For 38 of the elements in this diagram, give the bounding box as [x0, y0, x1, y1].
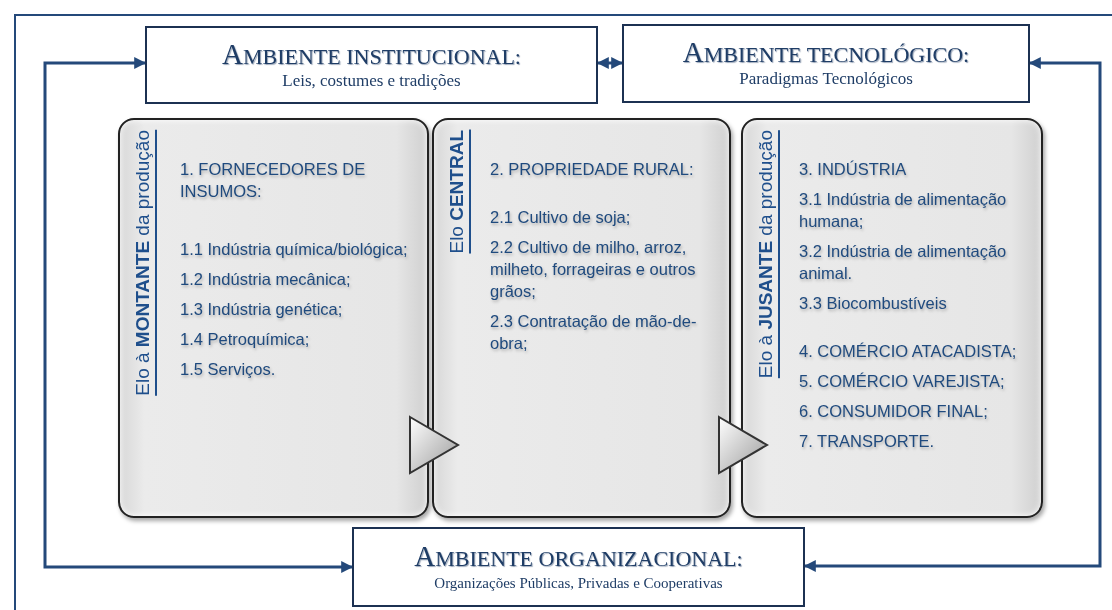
- chain-link-panel: [741, 118, 1043, 518]
- arrow: [596, 57, 624, 69]
- box-heading: AMBIENTE TECNOLÓGICO:: [682, 38, 970, 69]
- chevron-arrow: [409, 416, 459, 474]
- list-item: 2.3 Contratação de mão-de-obra;: [490, 311, 698, 354]
- environment-box: [145, 26, 598, 104]
- chain-link-panel: [432, 118, 731, 518]
- box-subtitle: Leis, costumes e tradições: [282, 70, 461, 91]
- chevron-arrow: [718, 416, 768, 474]
- list-item: 2. PROPRIEDADE RURAL:: [490, 159, 695, 180]
- list-item: 1.5 Serviços.: [180, 359, 277, 380]
- list-item: 1.4 Petroquímica;: [180, 329, 311, 350]
- list-item: 1.1 Indústria química/biológica;: [180, 239, 409, 260]
- vertical-label: Elo à MONTANTE da produção: [132, 130, 157, 396]
- list-item: 2.2 Cultivo de milho, arroz, milheto, forrageiras e outros grãos;: [490, 237, 697, 302]
- arrow: [43, 57, 354, 573]
- list-item: 3. INDÚSTRIA: [799, 159, 908, 180]
- arrow: [803, 57, 1102, 572]
- environment-box: [622, 24, 1030, 103]
- list-item: 7. TRANSPORTE.: [799, 431, 936, 452]
- vertical-label: Elo CENTRAL: [446, 130, 471, 254]
- list-item: 6. CONSUMIDOR FINAL;: [799, 401, 989, 422]
- list-item: 1. FORNECEDORES DE INSUMOS:: [180, 159, 367, 202]
- list-item: 5. COMÉRCIO VAREJISTA;: [799, 371, 1006, 392]
- list-item: 3.1 Indústria de alimentação humana;: [799, 189, 1008, 232]
- list-item: 3.2 Indústria de alimentação animal.: [799, 241, 1008, 284]
- environment-box: [352, 527, 805, 607]
- list-item: 3.3 Biocombustíveis: [799, 293, 948, 314]
- list-item: 4. COMÉRCIO ATACADISTA;: [799, 341, 1018, 362]
- vertical-label: Elo à JUSANTE da produção: [755, 130, 780, 379]
- box-heading: AMBIENTE ORGANIZACIONAL:: [414, 541, 743, 573]
- chain-link-panel: [118, 118, 429, 518]
- box-subtitle: Organizações Públicas, Privadas e Cooperativas: [434, 573, 723, 593]
- box-heading: AMBIENTE INSTITUCIONAL:: [222, 39, 521, 71]
- list-item: 2.1 Cultivo de soja;: [490, 207, 632, 228]
- box-subtitle: Paradigmas Tecnológicos: [739, 69, 913, 89]
- list-item: 1.2 Indústria mecânica;: [180, 269, 352, 290]
- list-item: 1.3 Indústria genética;: [180, 299, 344, 320]
